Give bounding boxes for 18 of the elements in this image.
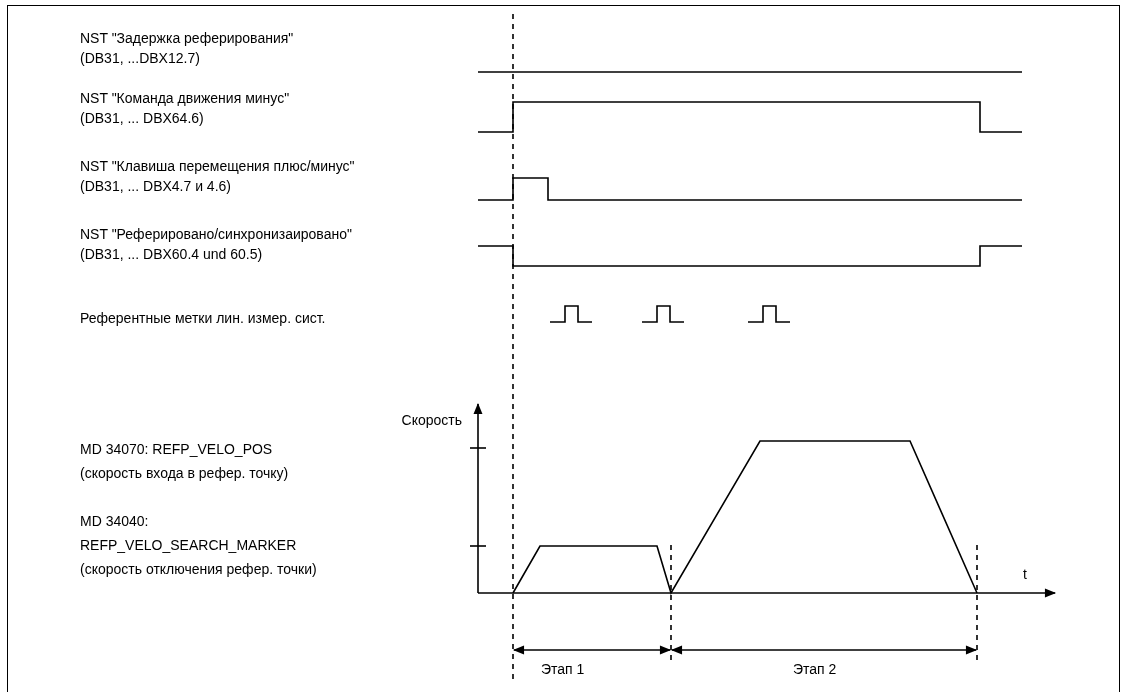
phase-label: Этап 1 — [541, 660, 585, 678]
signal-label: Референтные метки лин. измер. сист. — [80, 309, 326, 327]
signal-address: (DB31, ... DBX60.4 und 60.5) — [80, 245, 263, 263]
axis-label: t — [1023, 565, 1027, 583]
signal-label: NST "Команда движения минус" — [80, 89, 290, 107]
phase-label: Этап 2 — [793, 660, 837, 678]
signal-label: NST "Клавиша перемещения плюс/минус" — [80, 157, 355, 175]
signal-address: (DB31, ... DBX64.6) — [80, 109, 204, 127]
axis-label: Скорость — [401, 411, 462, 429]
signal-label: NST "Реферировано/синхронизаировано" — [80, 225, 352, 243]
signal-address: (DB31, ...DBX12.7) — [80, 49, 200, 67]
parameter-label: MD 34070: REFP_VELO_POS — [80, 440, 273, 458]
signal-address: (DB31, ... DBX4.7 и 4.6) — [80, 177, 231, 195]
parameter-description: (скорость отключения рефер. точки) — [80, 560, 317, 578]
parameter-label: MD 34040: — [80, 512, 149, 530]
signal-label: NST "Задержка реферирования" — [80, 29, 294, 47]
parameter-label: REFP_VELO_SEARCH_MARKER — [80, 536, 297, 554]
parameter-description: (скорость входа в рефер. точку) — [80, 464, 289, 482]
